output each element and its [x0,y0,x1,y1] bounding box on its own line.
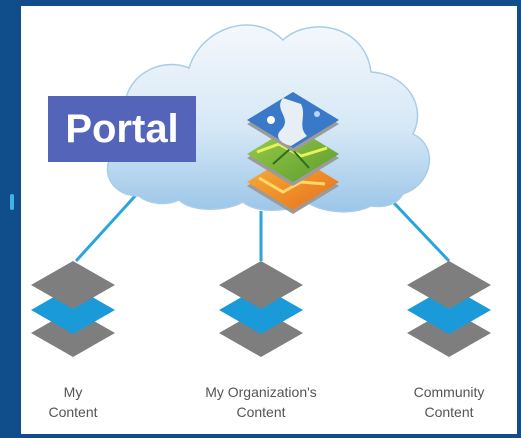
my-content-label: My Content [48,384,98,420]
connector-line-my-content [74,182,148,263]
stack-organization [219,261,303,357]
map-layers-icon [247,92,339,214]
diagram-panel: Portal My Content My Organization's Cont… [21,6,517,434]
background-accent [10,194,14,210]
organization-content-label: My Organization's Content [205,384,317,420]
portal-diagram [31,24,491,357]
portal-label: Portal [65,107,179,151]
community-content-label: Community Content [413,384,485,420]
content-stack-icon [31,261,491,357]
portal-label-box [48,96,196,162]
stack-community [407,261,491,357]
stack-my-content [31,261,115,357]
